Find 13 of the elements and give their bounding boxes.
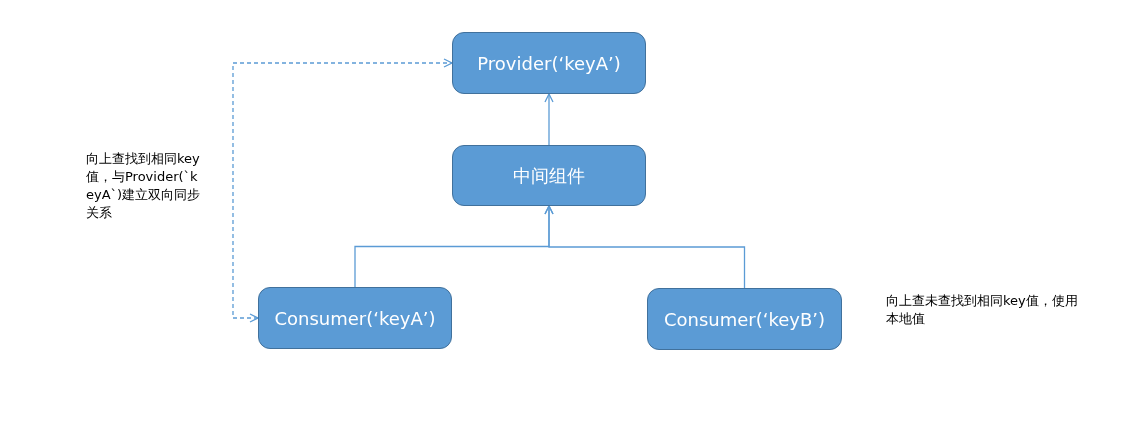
node-label: Consumer(‘keyB’) (663, 307, 826, 332)
process-box (452, 145, 646, 206)
process-box (647, 288, 842, 350)
node-label: 中间组件 (513, 164, 585, 188)
process-box (258, 287, 452, 349)
node-label: Consumer(‘keyA’) (274, 306, 436, 331)
dashed-arrow (232, 58, 453, 323)
arrow (544, 205, 746, 289)
arrow (544, 93, 554, 146)
note-text: 向上查未查找到相同key值，使用本地值 (886, 292, 1079, 328)
note-text: 向上查找到相同key值，与Provider(`keyA`)建立双向同步关系 (86, 150, 202, 222)
node-label: Provider(‘keyA’) (477, 51, 621, 76)
process-box (452, 32, 646, 94)
